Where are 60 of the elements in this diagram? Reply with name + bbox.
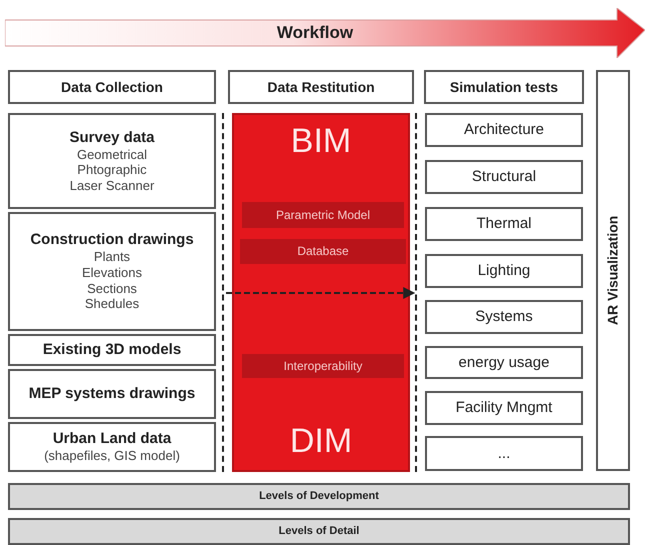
simulation-box: [425, 346, 583, 379]
simulation-box: [425, 160, 583, 194]
source-item: Phtographic: [76, 162, 148, 178]
component-label: Database: [296, 244, 350, 259]
test-label: ...: [496, 444, 512, 462]
column-header: [8, 70, 216, 104]
source-title: Urban Land data: [52, 430, 172, 448]
source-item: (shapefiles, GIS model): [43, 448, 181, 464]
workflow-arrow: [5, 8, 645, 58]
column-title: Simulation tests: [448, 78, 560, 96]
simulation-box: [425, 436, 583, 471]
side-panel-label: AR Visualization: [604, 216, 622, 326]
test-label: Lighting: [476, 262, 532, 280]
simulation-box: [425, 113, 583, 147]
source-item: Plants: [92, 249, 132, 265]
level-label: Levels of Development: [258, 490, 380, 504]
simulation-box: [425, 300, 583, 334]
arrow: [226, 287, 416, 299]
simulation-box: [425, 254, 583, 288]
test-label: Architecture: [462, 121, 546, 139]
source-title: Existing 3D models: [42, 341, 182, 359]
test-label: Thermal: [475, 215, 532, 233]
component-label: Interoperability: [282, 358, 364, 374]
source-item: Shedules: [84, 296, 140, 312]
dashed-divider: [222, 113, 226, 472]
model-acronym: BIM: [290, 121, 352, 162]
test-label: Structural: [470, 168, 538, 186]
simulation-box: [425, 207, 583, 241]
data-source-box: [8, 334, 216, 366]
source-item: Elevations: [81, 264, 143, 280]
workflow-label: Workflow: [276, 22, 354, 44]
column-title: Data Restitution: [266, 78, 376, 96]
source-item: Sections: [86, 280, 138, 296]
source-item: Laser Scanner: [68, 178, 156, 194]
test-label: energy usage: [458, 354, 550, 372]
data-source-box: [8, 113, 216, 209]
simulation-box: [425, 391, 583, 425]
source-item: Geometrical: [76, 146, 148, 162]
source-title: Survey data: [68, 128, 156, 147]
dashed-divider: [415, 113, 419, 472]
data-source-box: [8, 212, 216, 331]
model-component-box: [242, 202, 404, 228]
component-label: Parametric Model: [274, 208, 372, 222]
column-header: [228, 70, 414, 104]
level-label: Levels of Detail: [278, 524, 360, 538]
level-bar: [8, 483, 630, 510]
model-acronym: DIM: [288, 421, 354, 462]
level-bar: [8, 518, 630, 545]
side-panel: [596, 70, 630, 471]
model-panel: [232, 113, 410, 472]
test-label: Facility Mngmt: [454, 399, 554, 417]
source-title: Construction drawings: [29, 231, 195, 250]
model-component-box: [240, 239, 406, 264]
column-header: [424, 70, 584, 104]
source-title: MEP systems drawings: [28, 385, 196, 403]
column-title: Data Collection: [60, 78, 164, 96]
model-component-box: [242, 354, 404, 378]
data-source-box: [8, 369, 216, 419]
data-source-box: [8, 422, 216, 472]
test-label: Systems: [474, 308, 534, 326]
